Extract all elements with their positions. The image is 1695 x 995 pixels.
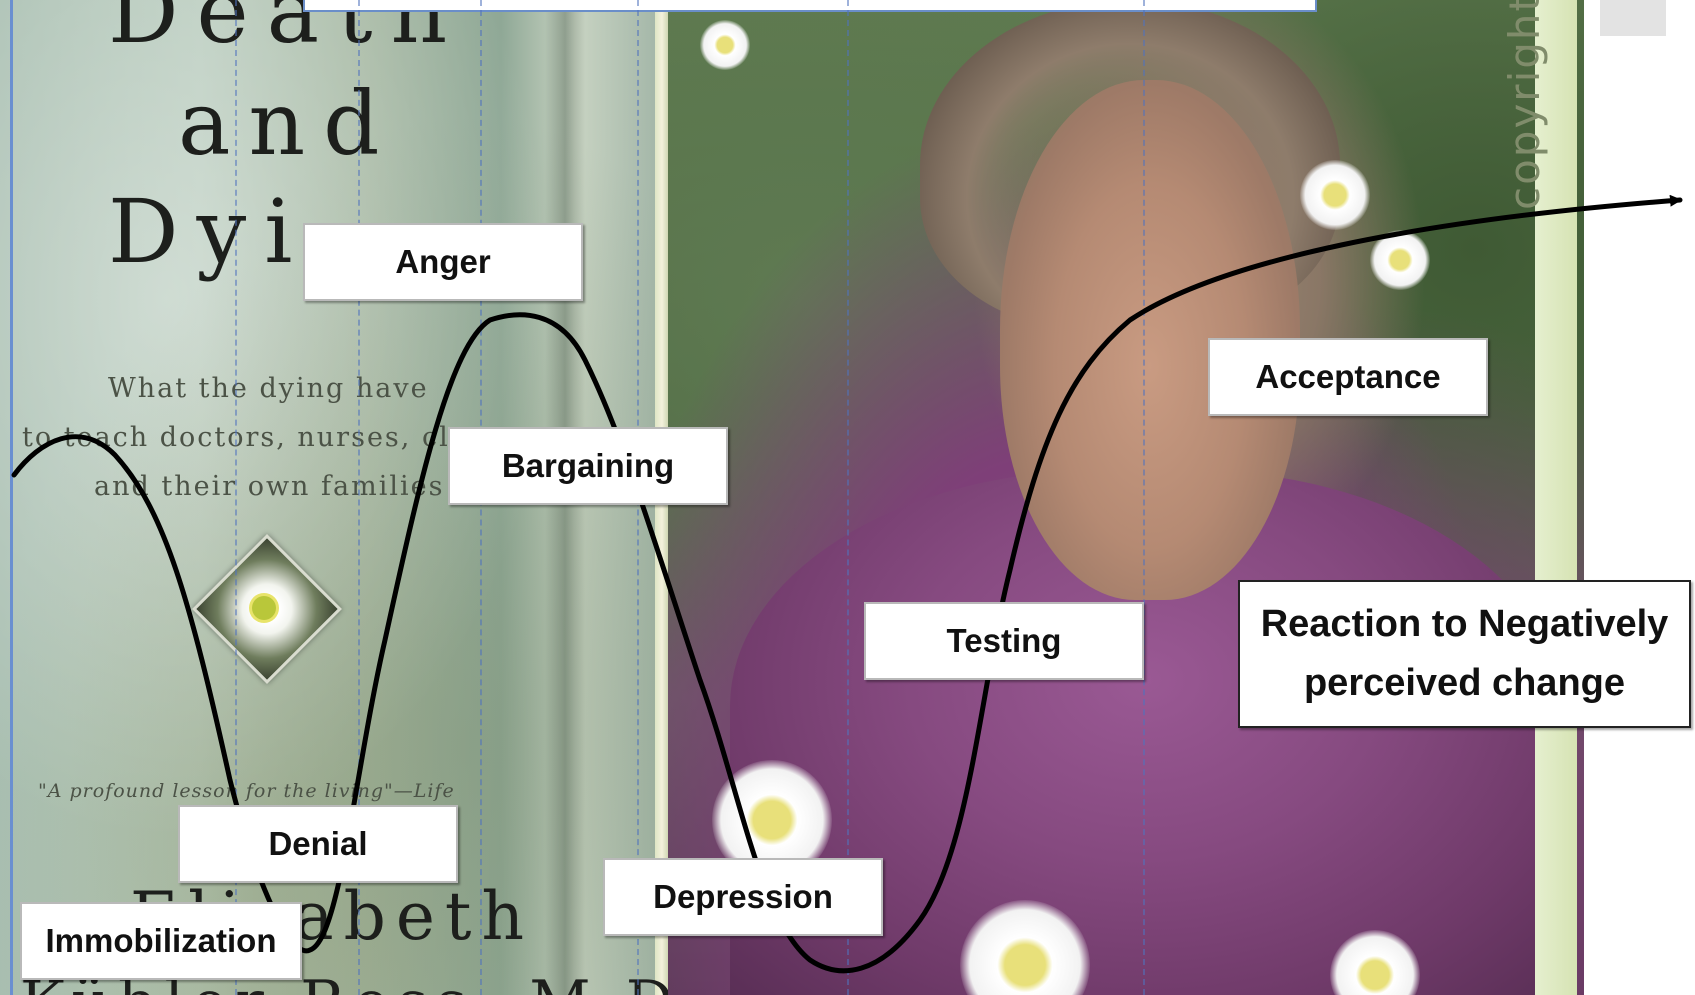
stage-label-denial: Denial bbox=[178, 805, 458, 883]
stage-label-depression: Depression bbox=[603, 858, 883, 936]
diagram-caption-line-1: Reaction to Negatively bbox=[1261, 595, 1669, 654]
stage-label-anger: Anger bbox=[303, 223, 583, 301]
stage-label-acceptance: Acceptance bbox=[1208, 338, 1488, 416]
stage-label-bargaining: Bargaining bbox=[448, 427, 728, 505]
diagram-caption-line-2: perceived change bbox=[1304, 654, 1625, 713]
stage-label-immobilization: Immobilization bbox=[20, 902, 302, 980]
stage-label-testing: Testing bbox=[864, 602, 1144, 680]
diagram-caption-box: Reaction to Negatively perceived change bbox=[1238, 580, 1691, 728]
